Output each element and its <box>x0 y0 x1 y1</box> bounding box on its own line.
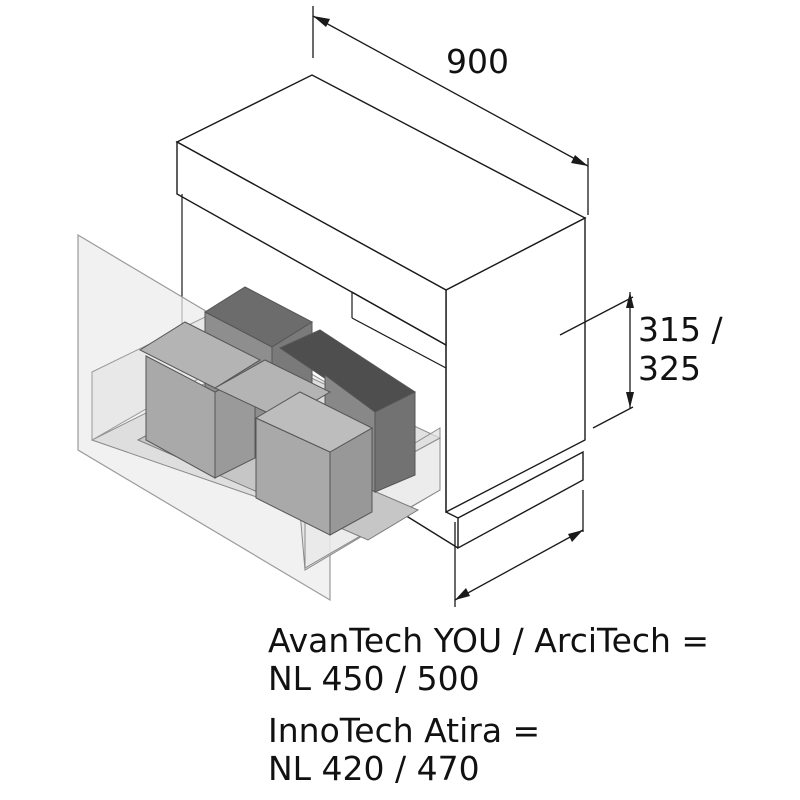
width-label: 900 <box>446 42 509 81</box>
cabinet-body <box>175 74 587 550</box>
waste-bins <box>138 286 417 536</box>
note-innotech-line2: NL 420 / 470 <box>268 749 480 788</box>
note-avantech-line2: NL 450 / 500 <box>268 659 480 698</box>
bin-front-right <box>213 359 374 536</box>
height-label-line1: 315 / <box>638 310 723 349</box>
note-avantech-line1: AvanTech YOU / ArciTech = <box>268 621 710 660</box>
width-dimension <box>312 6 589 215</box>
note-avantech: AvanTech YOU / ArciTech = NL 450 / 500 <box>268 622 709 698</box>
note-innotech: InnoTech Atira = NL 420 / 470 <box>268 712 540 788</box>
height-label-line2: 325 <box>638 349 701 388</box>
bin-front-left <box>138 321 262 479</box>
depth-dimension <box>454 490 584 607</box>
note-innotech-line1: InnoTech Atira = <box>268 711 541 750</box>
height-dimension <box>559 292 634 429</box>
